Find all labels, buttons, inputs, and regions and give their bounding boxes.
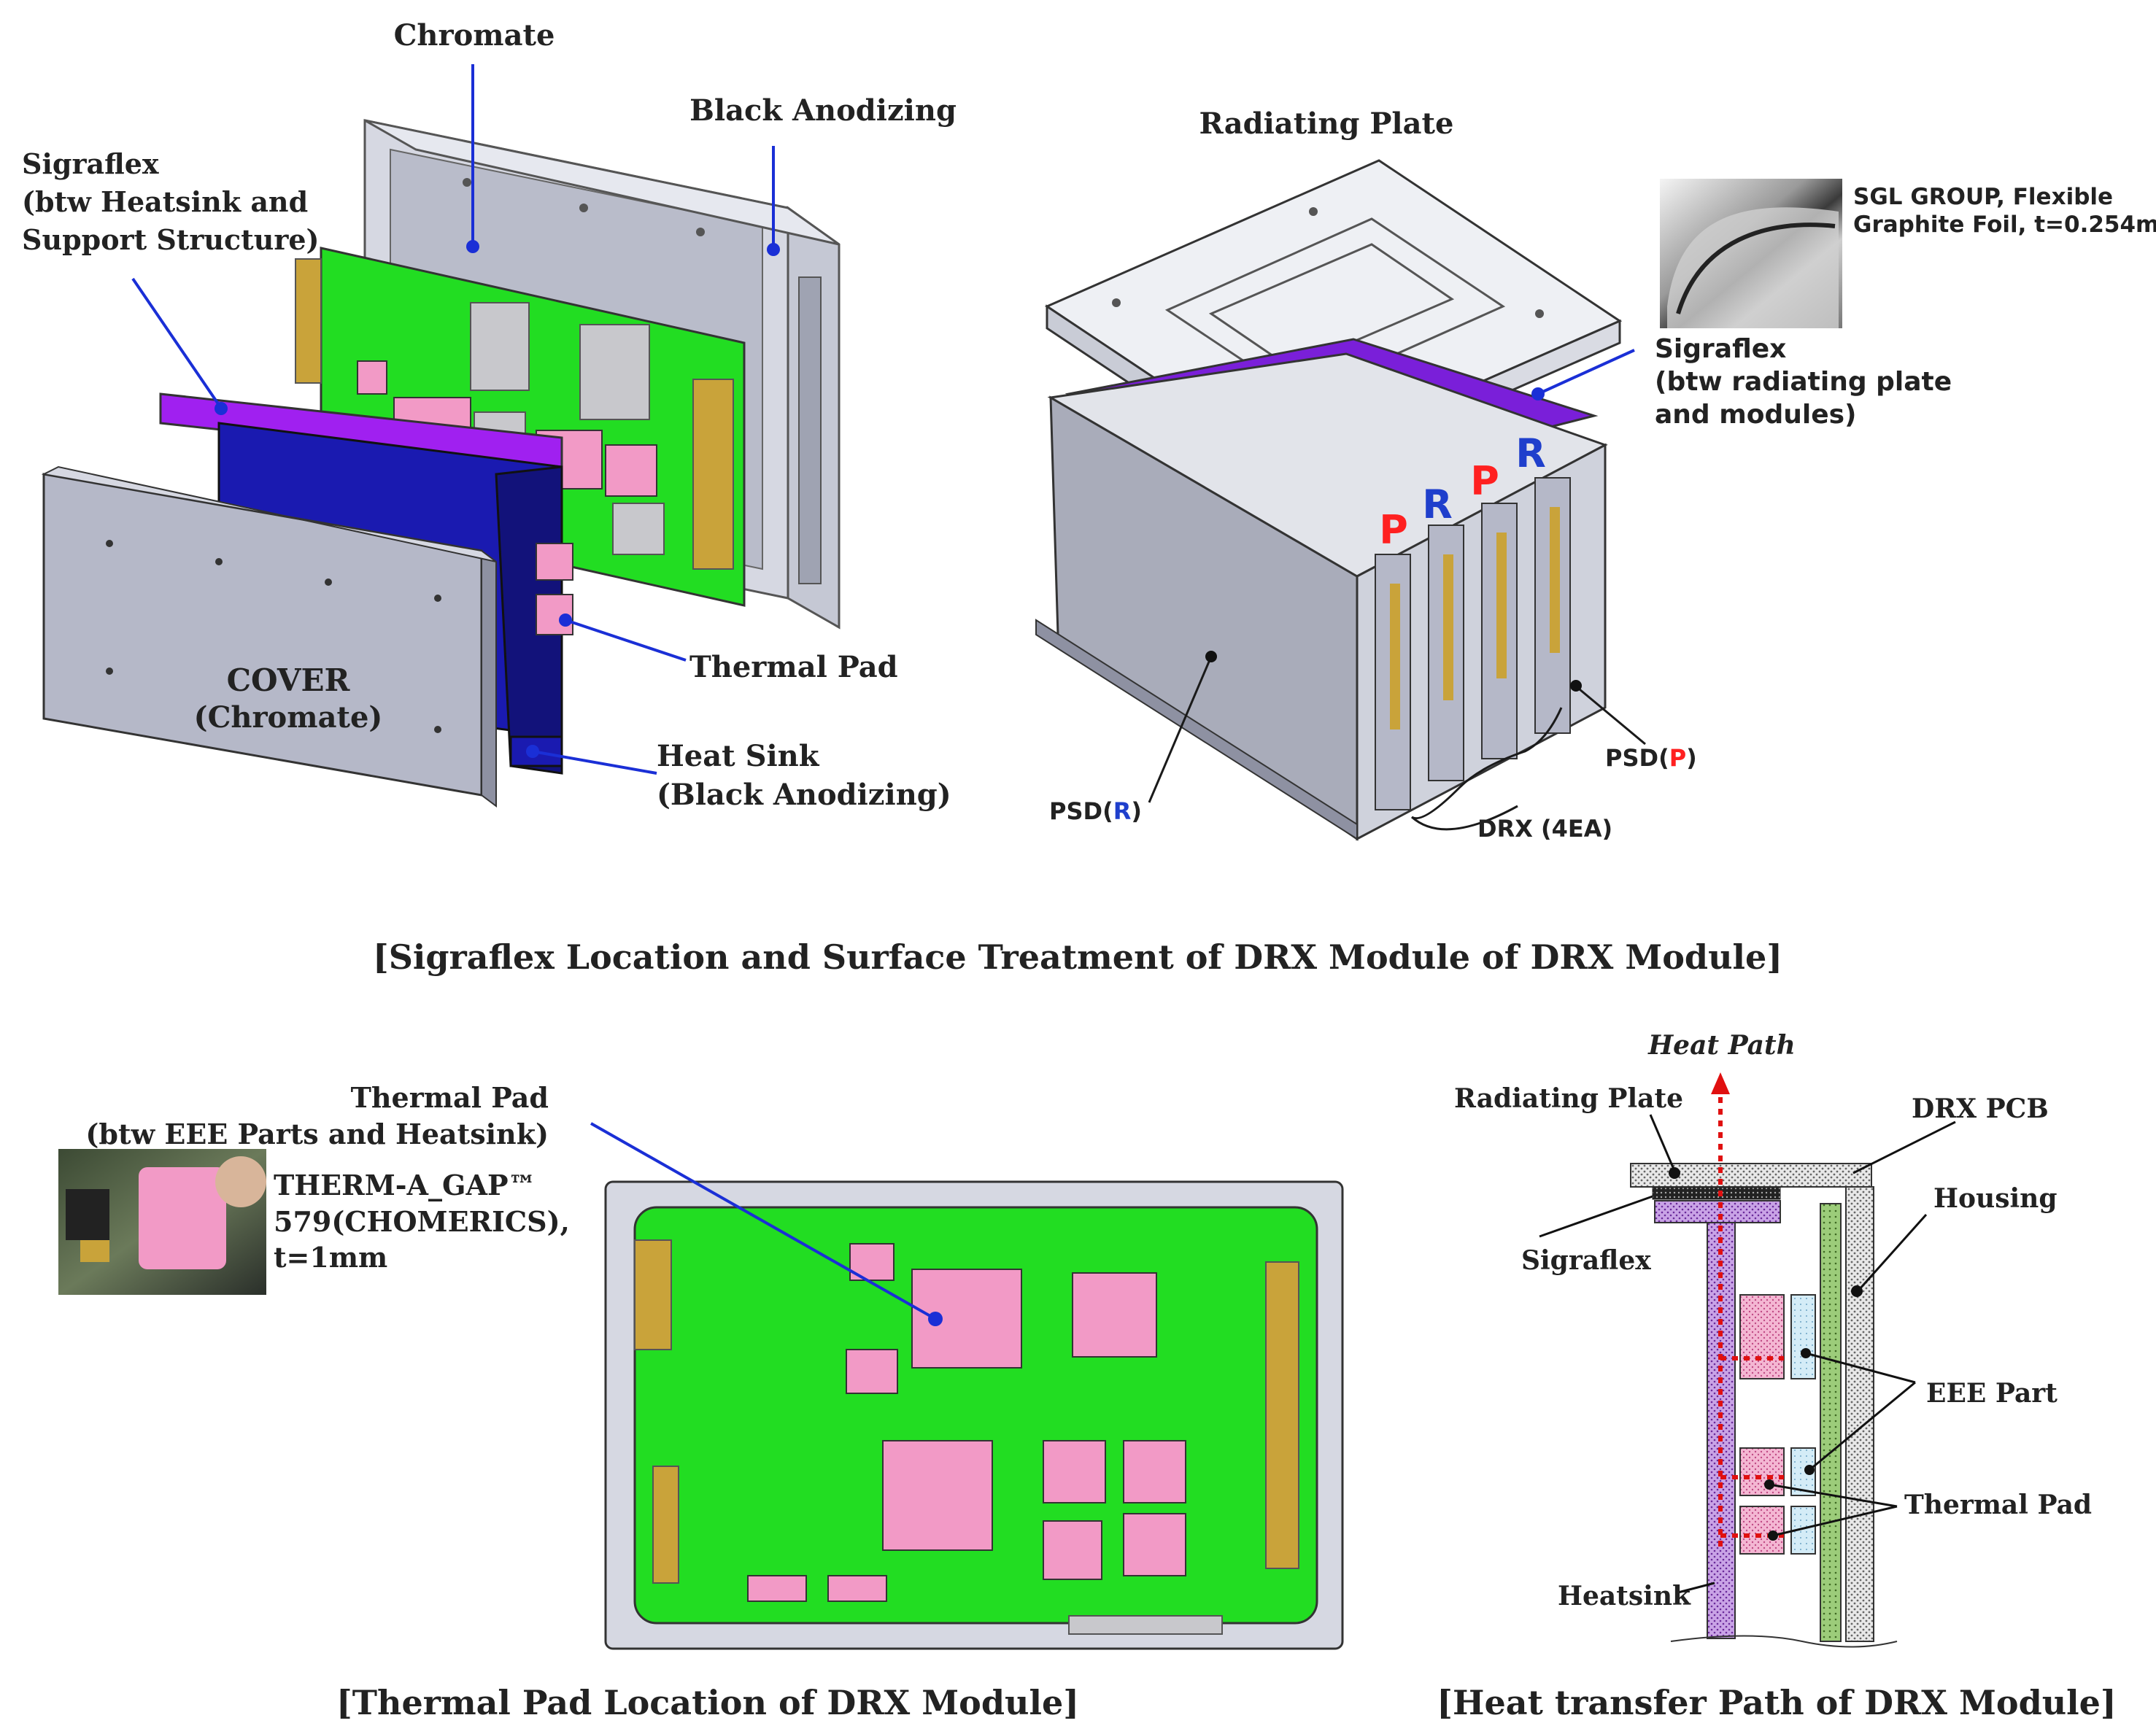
heat-path-arrow [1718,1094,1784,1547]
label-sigraflex-line3: Support Structure) [22,223,320,256]
heat-path-diagram [1630,1163,1898,1648]
label-heat-sink-finish: (Black Anodizing) [657,778,951,812]
label-radiating-plate: Radiating Plate [1199,107,1454,141]
top-left-leaders [131,64,775,775]
leader-dot-psd-r [1205,651,1217,662]
leader-dot-psd-p [1570,680,1582,692]
graphite-foil-photo [1660,179,1842,328]
label-chromate: Chromate [394,18,555,53]
label-heat-sink: Heat Sink [657,739,820,773]
leader-dots-top-left [215,240,780,758]
label-black-anodizing: Black Anodizing [689,93,957,128]
heat-path-arrowhead [1711,1072,1730,1094]
label-psd-r: PSD(R) [1049,797,1142,825]
label-sigraflex-right-line2: (btw radiating plate [1655,367,1952,397]
label-heatsink: Heatsink [1558,1581,1691,1611]
assembled-unit-view [1035,159,1623,841]
slot-marker-4: R [1515,430,1546,476]
label-drx-pcb: DRX PCB [1912,1094,2049,1124]
caption-bottom-right: [Heat transfer Path of DRX Module] [1437,1683,2116,1722]
pcb-top-view [604,1180,1344,1650]
slot-marker-1: P [1379,507,1408,553]
label-sgl-line2: Graphite Foil, t=0.254mm [1853,212,2156,238]
bottom-right-leaders [1539,1114,1956,1594]
top-right-leaders [1148,349,1646,831]
label-sigraflex-right-line1: Sigraflex [1655,334,1786,364]
label-therm-a-gap-line3: t=1mm [274,1241,387,1274]
label-drx-4ea: DRX (4EA) [1477,815,1612,843]
label-sigraflex-line1: Sigraflex [22,147,159,180]
label-thermal-pad-bottom-line1: Thermal Pad [351,1081,549,1114]
slot-marker-2: R [1422,481,1453,527]
thermal-pad-photo [58,1149,266,1295]
label-therm-a-gap-line1: THERM-A_GAP™ [274,1169,536,1201]
caption-top: [Sigraflex Location and Surface Treatmen… [373,937,1782,977]
caption-bottom-left: [Thermal Pad Location of DRX Module] [336,1683,1079,1722]
label-radiating-plate-bottom: Radiating Plate [1454,1083,1683,1114]
bottom-left-leaders [590,1122,943,1326]
cover-plate [41,465,497,808]
label-cover: COVER [227,662,351,698]
label-eee-part: EEE Part [1926,1378,2058,1409]
label-housing: Housing [1933,1183,2058,1214]
label-sgl-line1: SGL GROUP, Flexible [1853,184,2113,210]
thermal-pad-block-1 [536,543,573,581]
exploded-module-view [41,119,841,808]
label-sigraflex-line2: (btw Heatsink and [22,185,308,218]
label-thermal-pad-bottom-line2: (btw EEE Parts and Heatsink) [85,1118,549,1150]
label-thermal-pad-path: Thermal Pad [1904,1490,2092,1520]
label-thermal-pad-top: Thermal Pad [689,650,898,684]
slot-marker-3: P [1470,458,1499,504]
label-heat-path: Heat Path [1647,1030,1796,1061]
label-sigraflex-bottom: Sigraflex [1521,1245,1651,1276]
label-therm-a-gap-line2: 579(CHOMERICS), [274,1205,570,1238]
leader-dot-sigraflex [1531,387,1545,400]
bottom-right-leader-dots [1669,1167,1863,1541]
chassis-box [1035,352,1608,841]
label-sigraflex-right-line3: and modules) [1655,400,1857,430]
label-psd-p: PSD(P) [1605,744,1697,772]
label-cover-chromate: (Chromate) [194,700,383,735]
